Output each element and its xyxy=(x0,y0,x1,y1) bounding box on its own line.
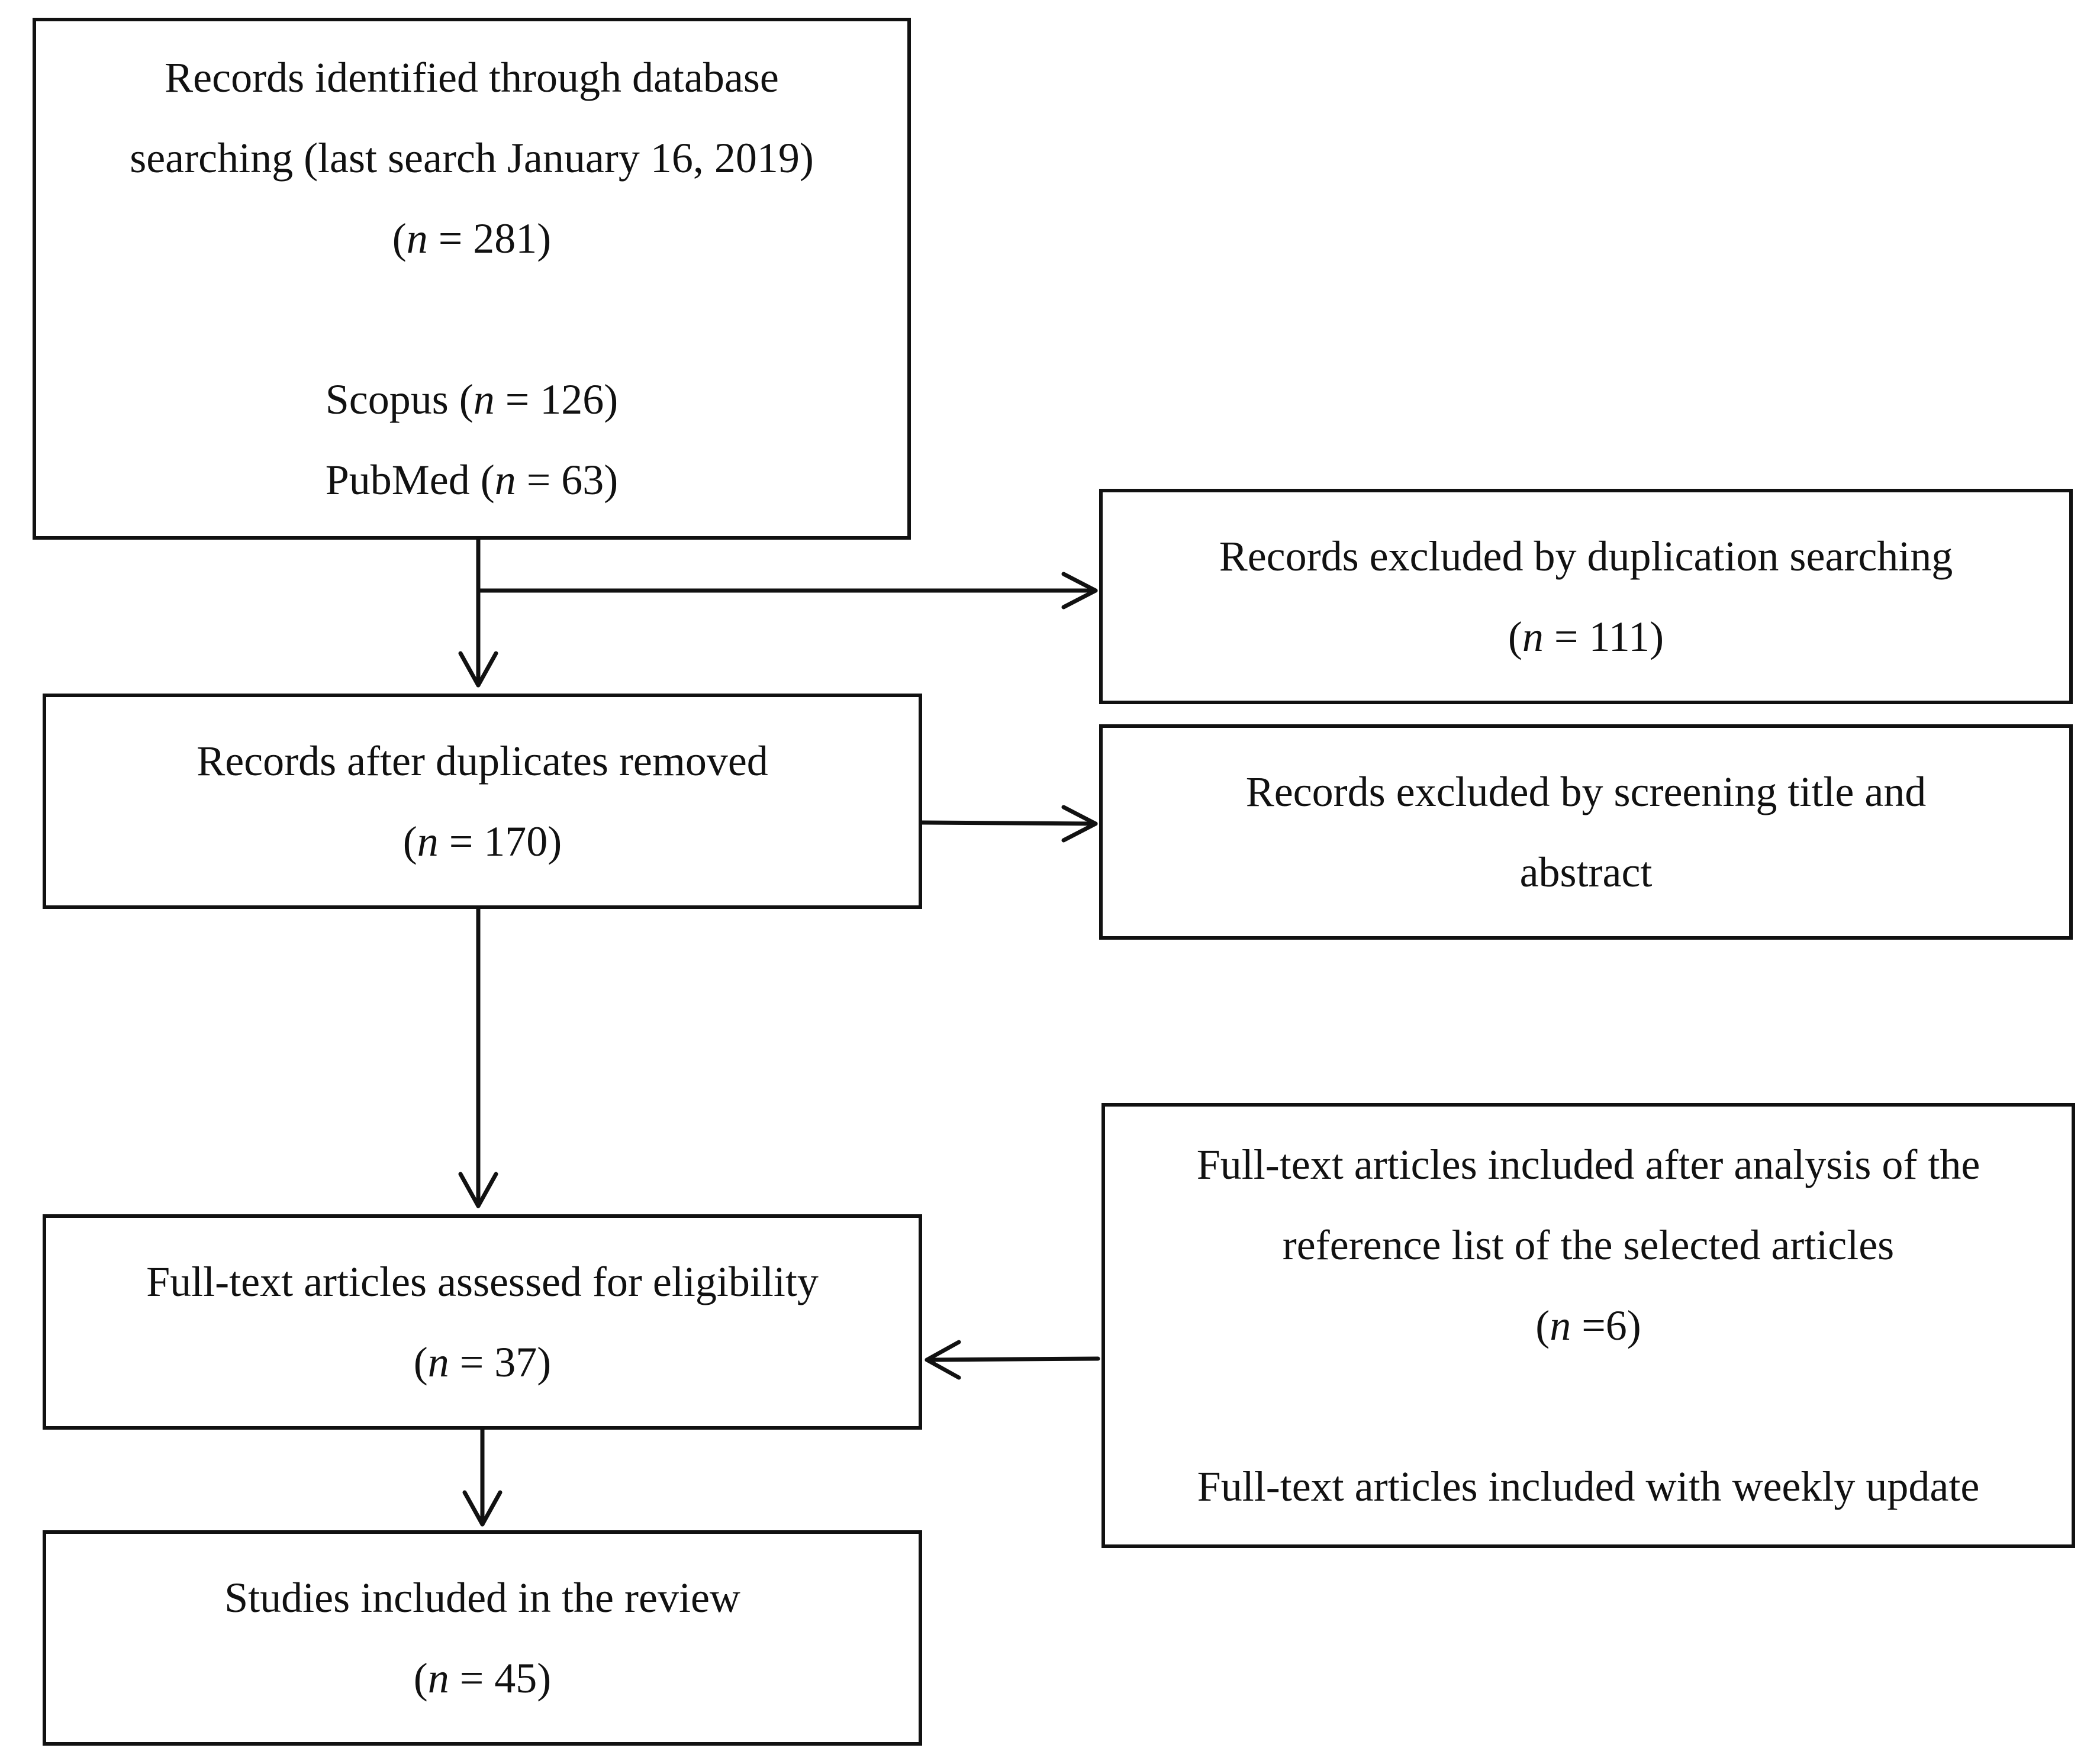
n-symbol: n xyxy=(494,456,516,504)
excluded-screening-line-2: abstract xyxy=(1519,849,1653,896)
n-symbol: n xyxy=(1522,613,1544,660)
arrow-added-to-fulltext xyxy=(925,1356,1100,1362)
duplicates-count-value: = 170) xyxy=(438,818,562,865)
records-identified-box: Records identified through database sear… xyxy=(33,18,911,540)
studies-included-box: Studies included in the review (n = 45) xyxy=(43,1530,922,1746)
arrowhead-excluded-screening xyxy=(1061,805,1098,843)
pubmed-label: PubMed ( xyxy=(325,456,495,504)
arrowhead-fulltext xyxy=(458,1172,498,1208)
n-symbol: n xyxy=(406,215,428,262)
included-line-1: Studies included in the review xyxy=(224,1574,740,1621)
included-count: (n = 45) xyxy=(413,1655,552,1702)
n-symbol: n xyxy=(427,1655,449,1702)
excluded-duplication-value: = 111) xyxy=(1543,613,1664,660)
added-count: (n =6) xyxy=(1535,1302,1641,1349)
records-after-duplicates-box: Records after duplicates removed (n = 17… xyxy=(43,694,922,909)
added-articles-box: Full-text articles included after analys… xyxy=(1101,1103,2075,1548)
fulltext-count: (n = 37) xyxy=(413,1339,552,1386)
pubmed-value: = 63) xyxy=(516,456,619,504)
fulltext-assessed-box: Full-text articles assessed for eligibil… xyxy=(43,1214,922,1430)
fulltext-line-1: Full-text articles assessed for eligibil… xyxy=(146,1258,819,1305)
excluded-screening-box: Records excluded by screening title and … xyxy=(1099,724,2073,940)
added-line-1: Full-text articles included after analys… xyxy=(1196,1141,1980,1188)
arrow-to-excluded-screening xyxy=(920,820,1098,826)
n-symbol: n xyxy=(1550,1302,1571,1349)
added-line-2: reference list of the selected articles xyxy=(1282,1221,1895,1269)
scopus-count: Scopus (n = 126) xyxy=(326,359,619,440)
included-count-value: = 45) xyxy=(449,1655,552,1702)
arrowhead-fulltext-left xyxy=(925,1340,961,1380)
n-symbol: n xyxy=(417,818,439,865)
identified-count-value: = 281) xyxy=(427,215,552,262)
identified-line-1: Records identified through database xyxy=(165,54,779,101)
scopus-label: Scopus ( xyxy=(325,376,474,423)
scopus-value: = 126) xyxy=(494,376,619,423)
excluded-duplication-line-1: Records excluded by duplication searchin… xyxy=(1219,533,1953,580)
pubmed-count: PubMed (n = 63) xyxy=(326,440,619,520)
arrowhead-included xyxy=(462,1490,503,1527)
fulltext-count-value: = 37) xyxy=(449,1339,552,1386)
excluded-duplication-box: Records excluded by duplication searchin… xyxy=(1099,489,2073,704)
duplicates-count: (n = 170) xyxy=(402,818,562,865)
arrowhead-excluded-duplication xyxy=(1061,572,1098,610)
identified-line-2: searching (last search January 16, 2019) xyxy=(130,134,814,182)
arrowhead-duplicates xyxy=(458,651,498,688)
n-symbol: n xyxy=(427,1339,449,1386)
excluded-screening-line-1: Records excluded by screening title and xyxy=(1245,768,1927,815)
duplicates-line-1: Records after duplicates removed xyxy=(197,737,768,785)
added-count-value: =6) xyxy=(1571,1302,1641,1349)
identified-count: (n = 281) xyxy=(392,215,552,262)
n-symbol: n xyxy=(473,376,495,423)
added-line-4: Full-text articles included with weekly … xyxy=(1197,1463,1980,1510)
excluded-duplication-count: (n = 111) xyxy=(1508,613,1664,660)
